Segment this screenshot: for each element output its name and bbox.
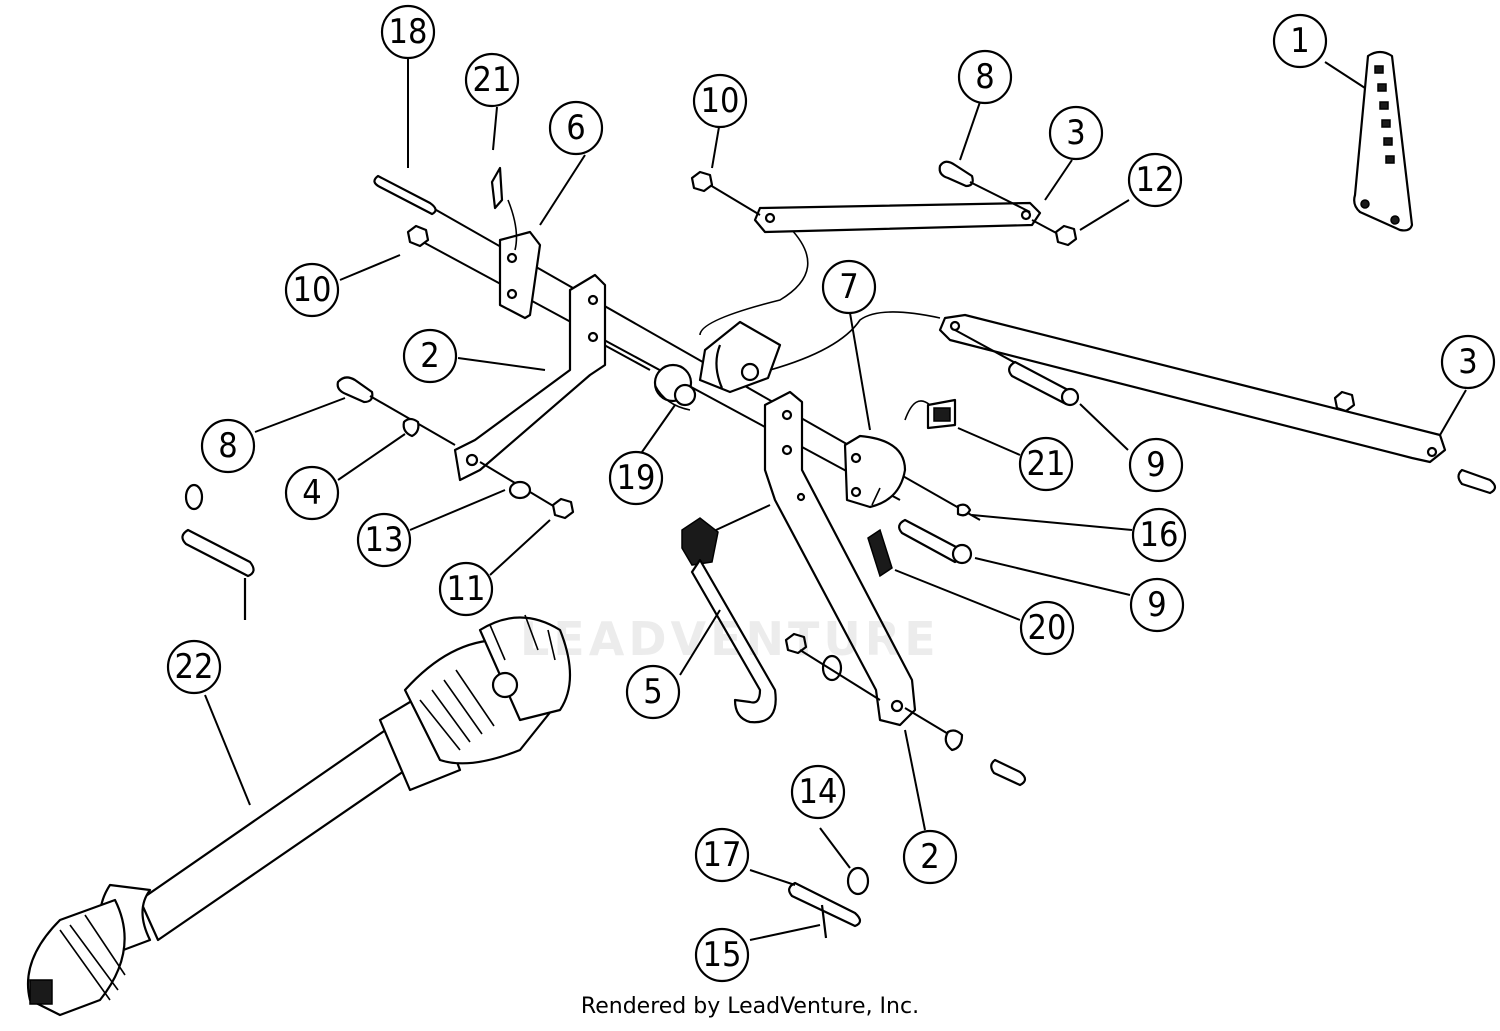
clip-21-right bbox=[904, 398, 957, 430]
callout-c14: 14 bbox=[790, 764, 846, 820]
svg-text:12: 12 bbox=[1136, 160, 1175, 200]
pin-18 bbox=[373, 174, 437, 216]
bolt-8-left bbox=[336, 376, 456, 446]
callout-c20: 20 bbox=[1019, 600, 1075, 656]
spacer-9-upper bbox=[1008, 360, 1080, 407]
svg-text:2: 2 bbox=[420, 336, 439, 376]
svg-text:19: 19 bbox=[617, 458, 656, 498]
svg-text:9: 9 bbox=[1146, 445, 1165, 485]
svg-text:10: 10 bbox=[701, 81, 740, 121]
callout-c22: 22 bbox=[166, 639, 222, 695]
rendered-by-credit: Rendered by LeadVenture, Inc. bbox=[580, 994, 920, 1019]
svg-text:18: 18 bbox=[389, 12, 428, 52]
callout-group bbox=[204, 58, 1467, 941]
callout-c4: 4 bbox=[284, 465, 340, 521]
top-link-3-upper bbox=[709, 184, 1061, 236]
bushing-4 bbox=[402, 417, 420, 438]
svg-text:22: 22 bbox=[175, 647, 214, 687]
svg-text:20: 20 bbox=[1028, 608, 1067, 648]
bushing-arm2-lower bbox=[944, 729, 964, 752]
callout-c13: 13 bbox=[356, 512, 412, 568]
svg-text:8: 8 bbox=[218, 426, 237, 466]
part-20 bbox=[867, 528, 893, 578]
callout-c16: 16 bbox=[1131, 507, 1187, 563]
svg-text:5: 5 bbox=[643, 672, 662, 712]
ring-14 bbox=[846, 866, 870, 896]
callout-c10b: 10 bbox=[284, 262, 340, 318]
callout-c8a: 8 bbox=[957, 49, 1013, 105]
clip-21-left bbox=[490, 166, 504, 210]
svg-text:14: 14 bbox=[799, 772, 838, 812]
svg-text:13: 13 bbox=[365, 520, 404, 560]
plate-1 bbox=[1353, 50, 1414, 232]
nut-10-left bbox=[406, 224, 430, 248]
bolt-8-top bbox=[938, 160, 1031, 213]
hitch-arm-2-lower bbox=[763, 390, 917, 727]
callout-c3b: 3 bbox=[1440, 334, 1496, 390]
svg-text:21: 21 bbox=[1027, 444, 1066, 484]
callout-c8b: 8 bbox=[200, 418, 256, 474]
svg-text:3: 3 bbox=[1458, 342, 1477, 382]
watermark-text: LEADVENTURE bbox=[520, 612, 940, 666]
callout-c2b: 2 bbox=[902, 829, 958, 885]
svg-text:15: 15 bbox=[703, 935, 742, 975]
nut-long-link bbox=[1333, 390, 1356, 413]
svg-text:8: 8 bbox=[975, 57, 994, 97]
washer-13 bbox=[508, 480, 532, 500]
svg-text:7: 7 bbox=[839, 267, 858, 307]
callout-c10a: 10 bbox=[692, 73, 748, 129]
nut-12 bbox=[1054, 224, 1078, 247]
pin-17 bbox=[788, 881, 862, 928]
callout-c12: 12 bbox=[1127, 152, 1183, 208]
nut-arm2-lower bbox=[784, 632, 808, 655]
spring-wire bbox=[507, 199, 809, 336]
svg-text:1: 1 bbox=[1290, 21, 1309, 61]
callout-c9a: 9 bbox=[1128, 437, 1184, 493]
callout-c7: 7 bbox=[821, 259, 877, 315]
pin-15 bbox=[820, 904, 828, 939]
bracket-6 bbox=[498, 230, 542, 320]
svg-text:21: 21 bbox=[473, 60, 512, 100]
svg-text:9: 9 bbox=[1147, 585, 1166, 625]
callout-c3a: 3 bbox=[1048, 105, 1104, 161]
callout-c21a: 21 bbox=[464, 52, 520, 108]
callout-c1: 1 bbox=[1272, 13, 1328, 69]
hook-5 bbox=[681, 504, 777, 724]
pin-16 bbox=[956, 503, 972, 517]
svg-text:2: 2 bbox=[920, 837, 939, 877]
callout-c18: 18 bbox=[380, 4, 436, 60]
svg-text:4: 4 bbox=[302, 473, 321, 513]
callout-c17: 17 bbox=[694, 827, 750, 883]
nut-10-top bbox=[690, 170, 714, 193]
bolt-link3-right bbox=[1457, 468, 1497, 495]
long-link-3-right bbox=[938, 313, 1447, 464]
bracket-7 bbox=[843, 434, 907, 509]
washer-arm2-lower bbox=[821, 654, 843, 682]
svg-text:11: 11 bbox=[447, 569, 486, 609]
hitch-arm-2-upper bbox=[453, 273, 607, 482]
callout-c15: 15 bbox=[694, 927, 750, 983]
spacer-9-lower bbox=[898, 518, 973, 565]
svg-text:10: 10 bbox=[293, 270, 332, 310]
callout-c5: 5 bbox=[625, 664, 681, 720]
svg-text:16: 16 bbox=[1140, 515, 1179, 555]
spring-wire-right bbox=[769, 311, 941, 371]
callout-c9b: 9 bbox=[1129, 577, 1185, 633]
svg-text:3: 3 bbox=[1066, 113, 1085, 153]
svg-text:17: 17 bbox=[703, 835, 742, 875]
callout-c21b: 21 bbox=[1018, 436, 1074, 492]
callout-c11: 11 bbox=[438, 561, 494, 617]
callout-c19: 19 bbox=[608, 450, 664, 506]
svg-text:6: 6 bbox=[566, 108, 585, 148]
pto-shaft-22 bbox=[26, 614, 572, 1017]
nut-11 bbox=[551, 497, 575, 520]
pivot-clevis bbox=[653, 320, 782, 411]
bolt-arm2-lower bbox=[990, 758, 1027, 787]
callout-c6: 6 bbox=[548, 100, 604, 156]
callout-c2a: 2 bbox=[402, 328, 458, 384]
pin-left-with-ring bbox=[181, 483, 255, 620]
